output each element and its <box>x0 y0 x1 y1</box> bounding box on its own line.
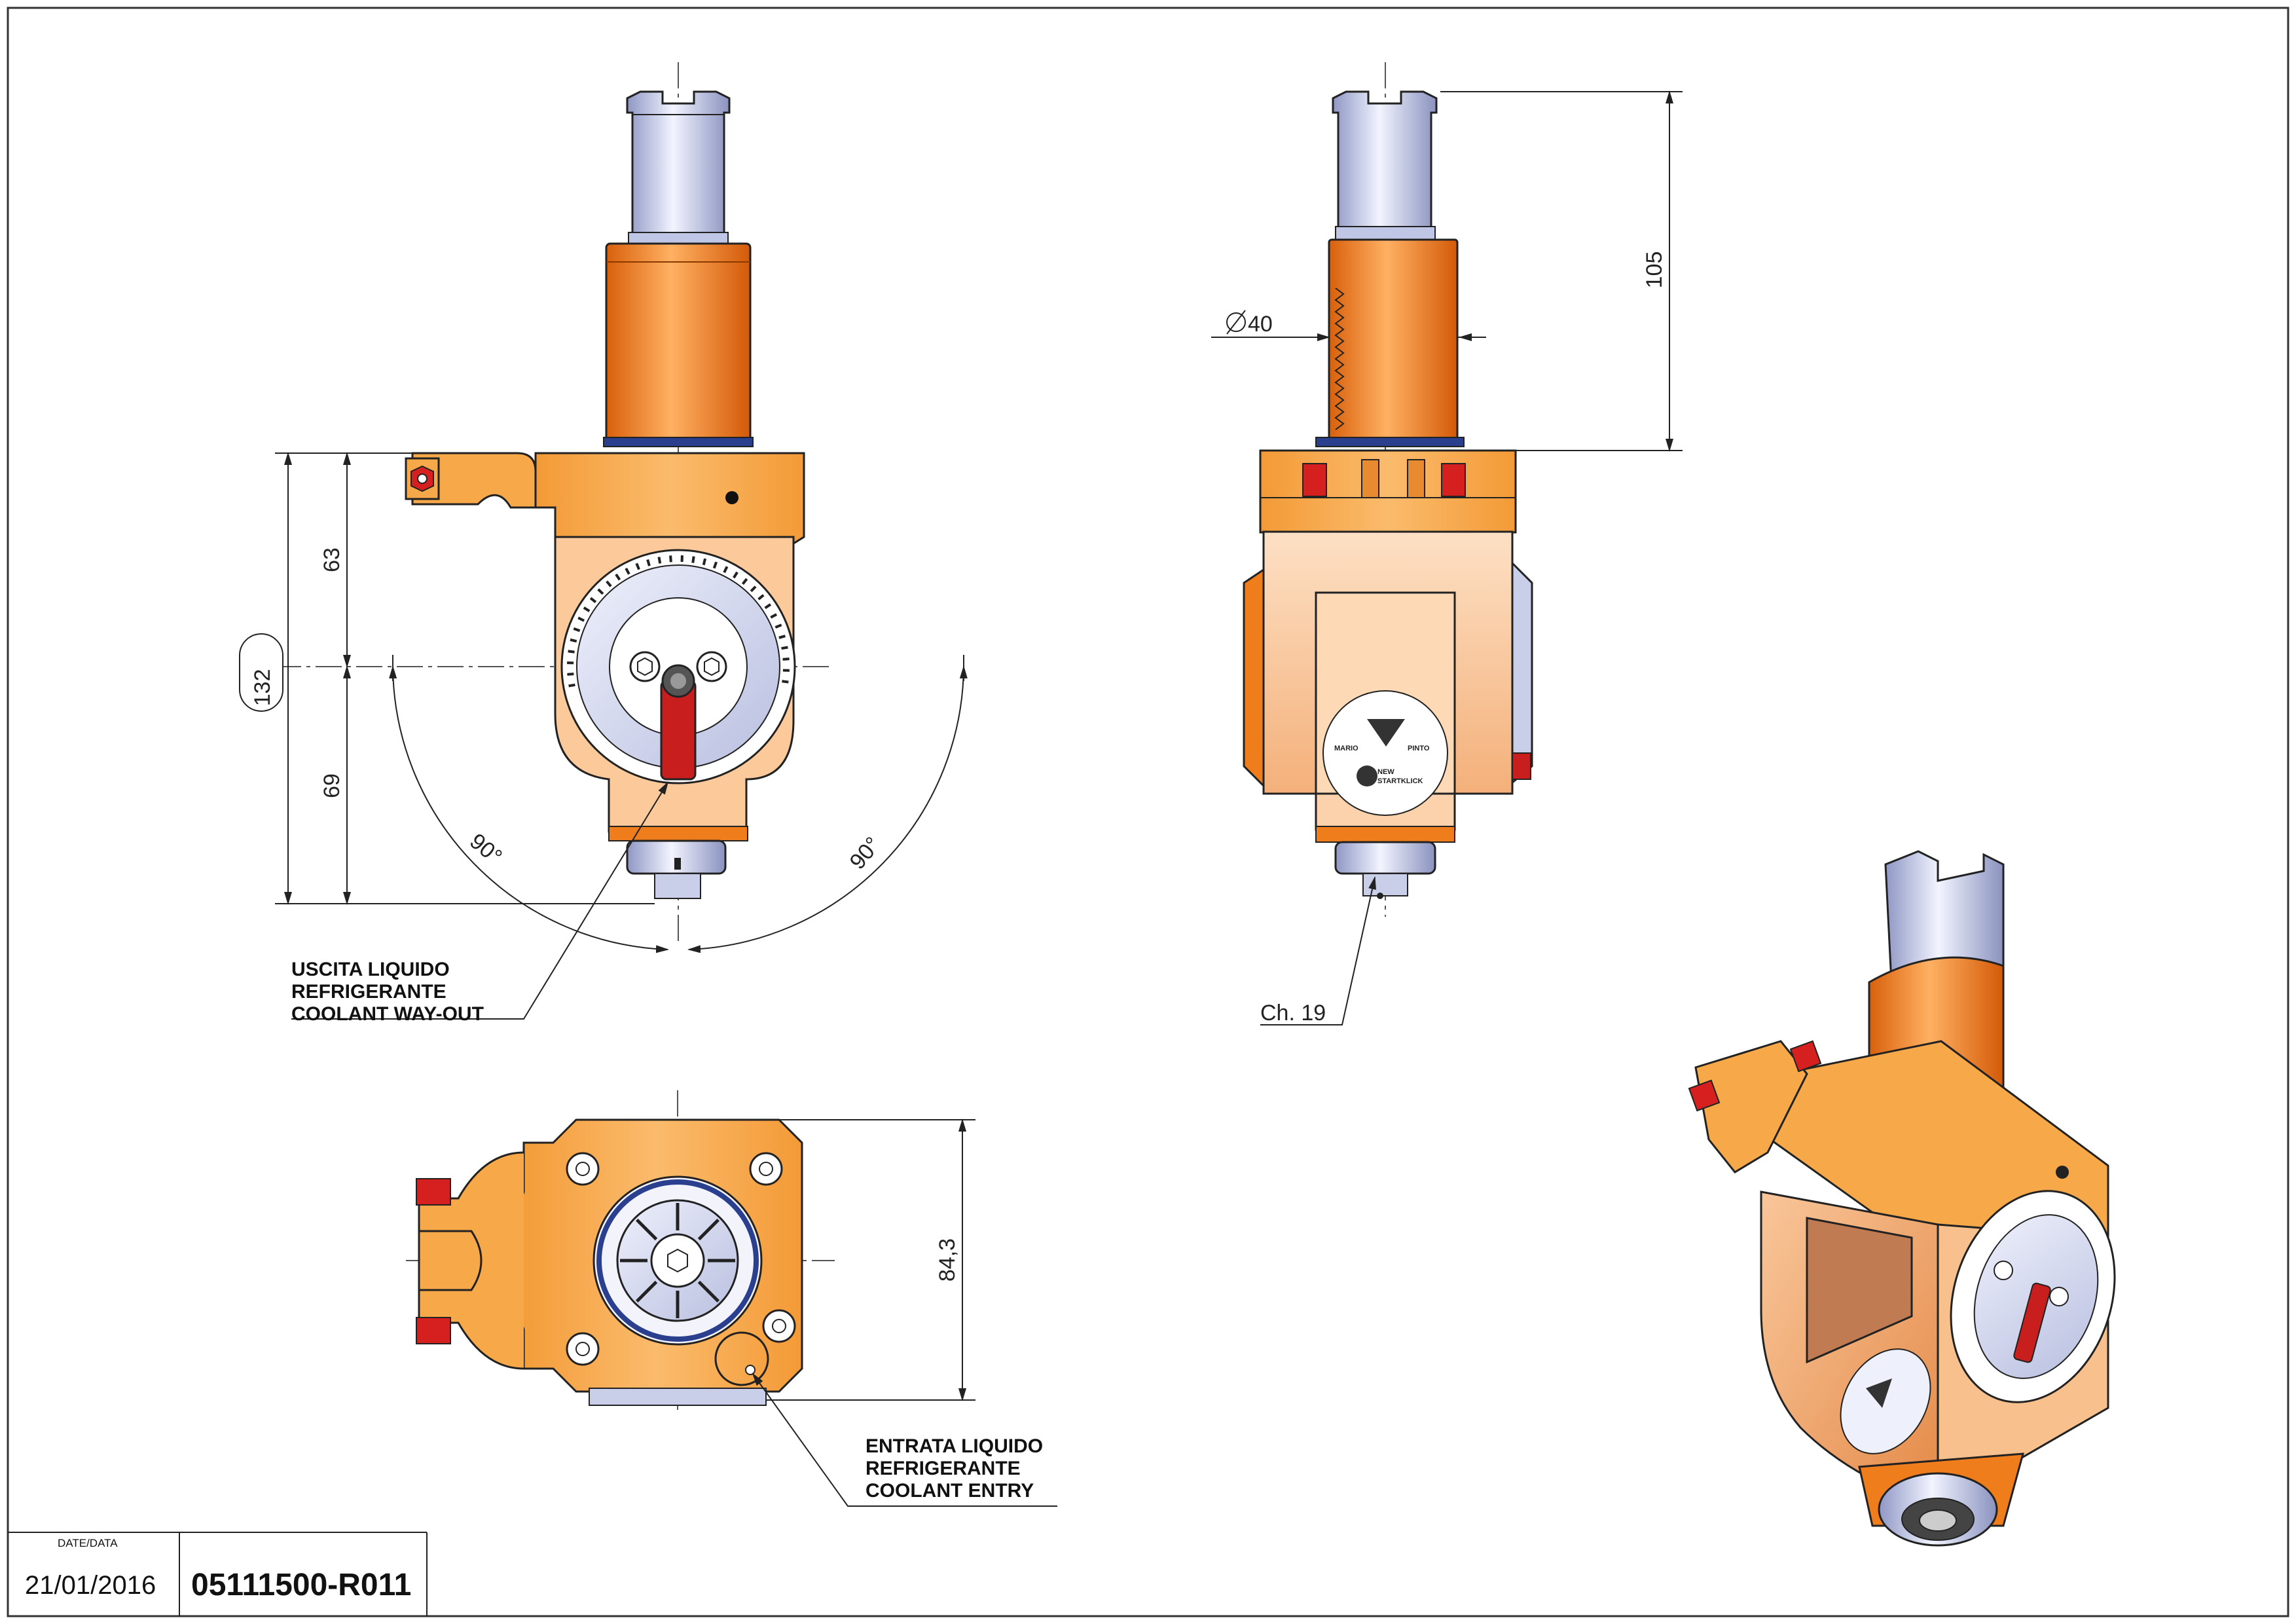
side-oring <box>1315 437 1465 447</box>
side-logo-triangle-icon <box>1367 719 1405 747</box>
diameter-symbol-icon <box>1226 310 1246 335</box>
dim-arc-left <box>389 665 669 953</box>
dim-chamfer: Ch. 19 <box>1260 1001 1326 1025</box>
logo-line2: PINTO <box>1408 745 1430 752</box>
dim-total-height: 132 <box>250 669 275 707</box>
top-bolt-holes <box>566 1152 796 1366</box>
coolant-out-leader <box>291 781 669 1020</box>
front-nut-band <box>608 826 748 841</box>
top-clamp-screw-lower-icon <box>416 1317 451 1344</box>
dim-diameter: 40 <box>1248 312 1273 337</box>
dim-top-width: 84,3 <box>935 1238 960 1282</box>
isometric-view <box>1688 850 2116 1547</box>
title-block-date: 21/01/2016 <box>25 1571 156 1600</box>
front-dial-screw-left-icon <box>629 651 661 682</box>
coolant-out-line2: REFRIGERANTE <box>291 981 446 1003</box>
front-drive-shaft <box>626 90 731 237</box>
iso-window <box>1806 1217 1913 1364</box>
front-oring <box>603 437 754 447</box>
side-dial-edge <box>1511 561 1533 785</box>
side-spindle-rack <box>1334 287 1345 430</box>
iso-flange-screw-icon <box>1789 1040 1822 1073</box>
chamfer-leader <box>1260 876 1376 1025</box>
front-coolant-hole <box>725 491 738 504</box>
title-block: DATE/DATA 21/01/2016 05111500-R011 <box>8 1532 428 1616</box>
logo-line3: NEW <box>1377 768 1394 776</box>
coolant-out-line3: COOLANT WAY-OUT <box>291 1003 484 1025</box>
front-dial-screw-right-icon <box>696 651 727 682</box>
dim-angle-left: 90° <box>465 828 507 869</box>
title-block-date-label: DATE/DATA <box>58 1537 118 1549</box>
dim-upper-height: 63 <box>319 547 344 572</box>
side-nut-band <box>1315 826 1455 843</box>
side-spindle-sleeve <box>1328 238 1459 444</box>
iso-clamp <box>1694 1040 1808 1173</box>
logo-line4: STARTKLICK <box>1377 777 1423 785</box>
top-coolant-inlet <box>714 1331 769 1386</box>
top-clamp-screw-upper-icon <box>416 1178 451 1206</box>
coolant-in-leader <box>752 1373 1057 1507</box>
top-collet-slots <box>620 1203 735 1318</box>
side-collet-nut <box>1334 841 1436 875</box>
coolant-in-line2: REFRIGERANTE <box>866 1458 1021 1479</box>
top-hex-socket-icon <box>667 1248 688 1273</box>
side-logo-q-icon <box>1357 766 1377 786</box>
dim-angle-right: 90° <box>845 832 885 874</box>
side-flange-screw-right-icon <box>1441 463 1466 497</box>
front-view: 132 63 69 90° 90° USCITA LIQUIDO REFRIGE… <box>239 62 968 1025</box>
side-flange <box>1259 449 1517 534</box>
top-view: 84,3 ENTRATA LIQUIDO REFRIGERANTE COOLAN… <box>406 1090 1057 1507</box>
side-brand-logo <box>1322 690 1448 816</box>
iso-clamp-screw-icon <box>1688 1079 1721 1112</box>
side-left-cap <box>1243 568 1265 788</box>
side-flange-screw-left-icon <box>1302 463 1327 497</box>
title-block-drawing-code: 05111500-R011 <box>191 1568 411 1602</box>
coolant-in-line3: COOLANT ENTRY <box>866 1480 1034 1502</box>
dim-arc-right <box>687 665 968 953</box>
dim-total-height-frame <box>239 633 283 712</box>
top-dial-edge <box>589 1388 767 1406</box>
side-drive-shaft <box>1332 90 1438 231</box>
iso-lock-lever <box>2013 1282 2051 1363</box>
dim-lower-height: 69 <box>319 773 344 798</box>
dim-spindle-height: 105 <box>1642 251 1667 289</box>
coolant-in-line1: ENTRATA LIQUIDO <box>866 1435 1043 1457</box>
side-view: MARIO PINTO NEW STARTKLICK 105 40 Ch. 19 <box>1211 62 1683 1025</box>
front-clamp-ear <box>411 452 537 509</box>
iso-brand-logo <box>1840 1348 1931 1454</box>
sheet-border <box>7 7 2289 1617</box>
front-spindle-sleeve <box>605 242 752 445</box>
logo-line1: MARIO <box>1334 745 1358 752</box>
coolant-out-line1: USCITA LIQUIDO <box>291 959 450 980</box>
